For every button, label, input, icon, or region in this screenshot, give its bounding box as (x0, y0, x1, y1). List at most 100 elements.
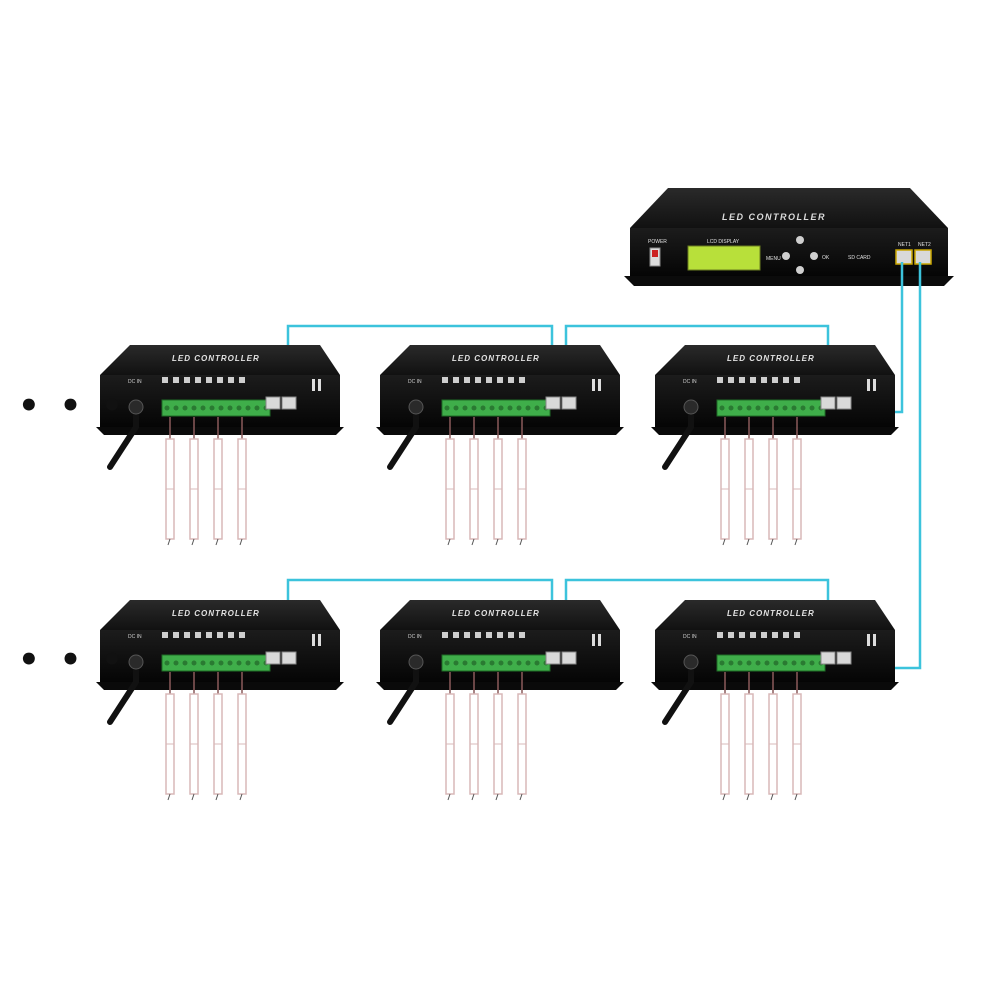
strip-end-lead (495, 793, 499, 801)
ethernet-port-in[interactable] (545, 396, 561, 410)
side-mark (867, 634, 870, 646)
slave-dc-label: DC IN (683, 634, 697, 640)
terminal-screw (182, 660, 188, 666)
side-mark (318, 634, 321, 646)
terminal-screw (245, 405, 251, 411)
terminal-screw (764, 405, 770, 411)
strip-end-lead (519, 793, 523, 801)
ethernet-port-out[interactable] (836, 651, 852, 665)
terminal-screw (507, 405, 513, 411)
channel-indicator (717, 632, 723, 638)
slave-dc-label: DC IN (683, 379, 697, 385)
channel-indicator (519, 632, 525, 638)
strip-end-lead (239, 538, 243, 546)
channel-indicator (486, 377, 492, 383)
slave-base-flange (651, 427, 899, 435)
down-button[interactable] (796, 266, 804, 274)
slave-title: LED CONTROLLER (172, 354, 260, 363)
channel-indicator (195, 632, 201, 638)
terminal-screw (209, 405, 215, 411)
channel-indicator (195, 377, 201, 383)
terminal-screw (764, 660, 770, 666)
power-connector (683, 654, 699, 670)
terminal-screw (191, 660, 197, 666)
side-mark (873, 379, 876, 391)
terminal-screw (737, 405, 743, 411)
terminal-screw (489, 405, 495, 411)
terminal-screw (444, 405, 450, 411)
terminal-screw (200, 660, 206, 666)
master-port2-label: NET2 (918, 242, 931, 248)
ethernet-port-in[interactable] (265, 396, 281, 410)
ethernet-port-out[interactable] (561, 396, 577, 410)
ethernet-port-in[interactable] (820, 396, 836, 410)
master-sd-label: SD CARD (848, 255, 871, 261)
ethernet-port-in[interactable] (545, 651, 561, 665)
slave-dc-label: DC IN (408, 379, 422, 385)
terminal-screw (773, 660, 779, 666)
channel-indicator (228, 377, 234, 383)
master-ethernet-port-2[interactable] (914, 249, 932, 265)
channel-indicator (508, 632, 514, 638)
strip-end-lead (215, 538, 219, 546)
terminal-screw (236, 660, 242, 666)
slave-title: LED CONTROLLER (727, 609, 815, 618)
terminal-screw (200, 405, 206, 411)
terminal-screw (728, 405, 734, 411)
power-switch-rocker (652, 250, 658, 257)
terminal-screw (782, 660, 788, 666)
channel-indicator (464, 377, 470, 383)
slave-top-face (100, 345, 340, 375)
channel-indicator (239, 377, 245, 383)
slave-top-face (380, 345, 620, 375)
channel-indicator (464, 632, 470, 638)
strip-end-lead (215, 793, 219, 801)
channel-indicator (162, 632, 168, 638)
ethernet-port-out[interactable] (281, 396, 297, 410)
strip-end-lead (794, 793, 798, 801)
ethernet-port-out[interactable] (836, 396, 852, 410)
terminal-screw (719, 660, 725, 666)
ethernet-port-out[interactable] (561, 651, 577, 665)
channel-indicator (228, 632, 234, 638)
up-button[interactable] (796, 236, 804, 244)
channel-indicator (217, 632, 223, 638)
master-port1-label: NET1 (898, 242, 911, 248)
slave-title: LED CONTROLLER (452, 609, 540, 618)
ethernet-port-in[interactable] (820, 651, 836, 665)
terminal-screw (245, 660, 251, 666)
channel-indicator (750, 377, 756, 383)
terminal-screw (480, 405, 486, 411)
channel-indicator (794, 632, 800, 638)
channel-indicator (475, 632, 481, 638)
ethernet-port-in[interactable] (265, 651, 281, 665)
channel-indicator (497, 377, 503, 383)
power-connector (128, 399, 144, 415)
ok-button[interactable] (810, 252, 818, 260)
terminal-screw (800, 660, 806, 666)
channel-indicator (162, 377, 168, 383)
master-base-flange (624, 276, 954, 286)
channel-indicator (442, 632, 448, 638)
strip-end-lead (770, 793, 774, 801)
master-ok-label: OK (822, 255, 830, 261)
terminal-screw (218, 660, 224, 666)
terminal-screw (534, 405, 540, 411)
terminal-screw (489, 660, 495, 666)
side-mark (873, 634, 876, 646)
master-ethernet-port-1[interactable] (895, 249, 913, 265)
channel-indicator (184, 377, 190, 383)
ethernet-port-out[interactable] (281, 651, 297, 665)
channel-indicator (519, 377, 525, 383)
slave-title: LED CONTROLLER (172, 609, 260, 618)
menu-button[interactable] (782, 252, 790, 260)
terminal-screw (746, 660, 752, 666)
channel-indicator (772, 632, 778, 638)
terminal-screw (471, 660, 477, 666)
channel-indicator (794, 377, 800, 383)
channel-indicator (739, 632, 745, 638)
master-menu-label: MENU (766, 256, 781, 262)
